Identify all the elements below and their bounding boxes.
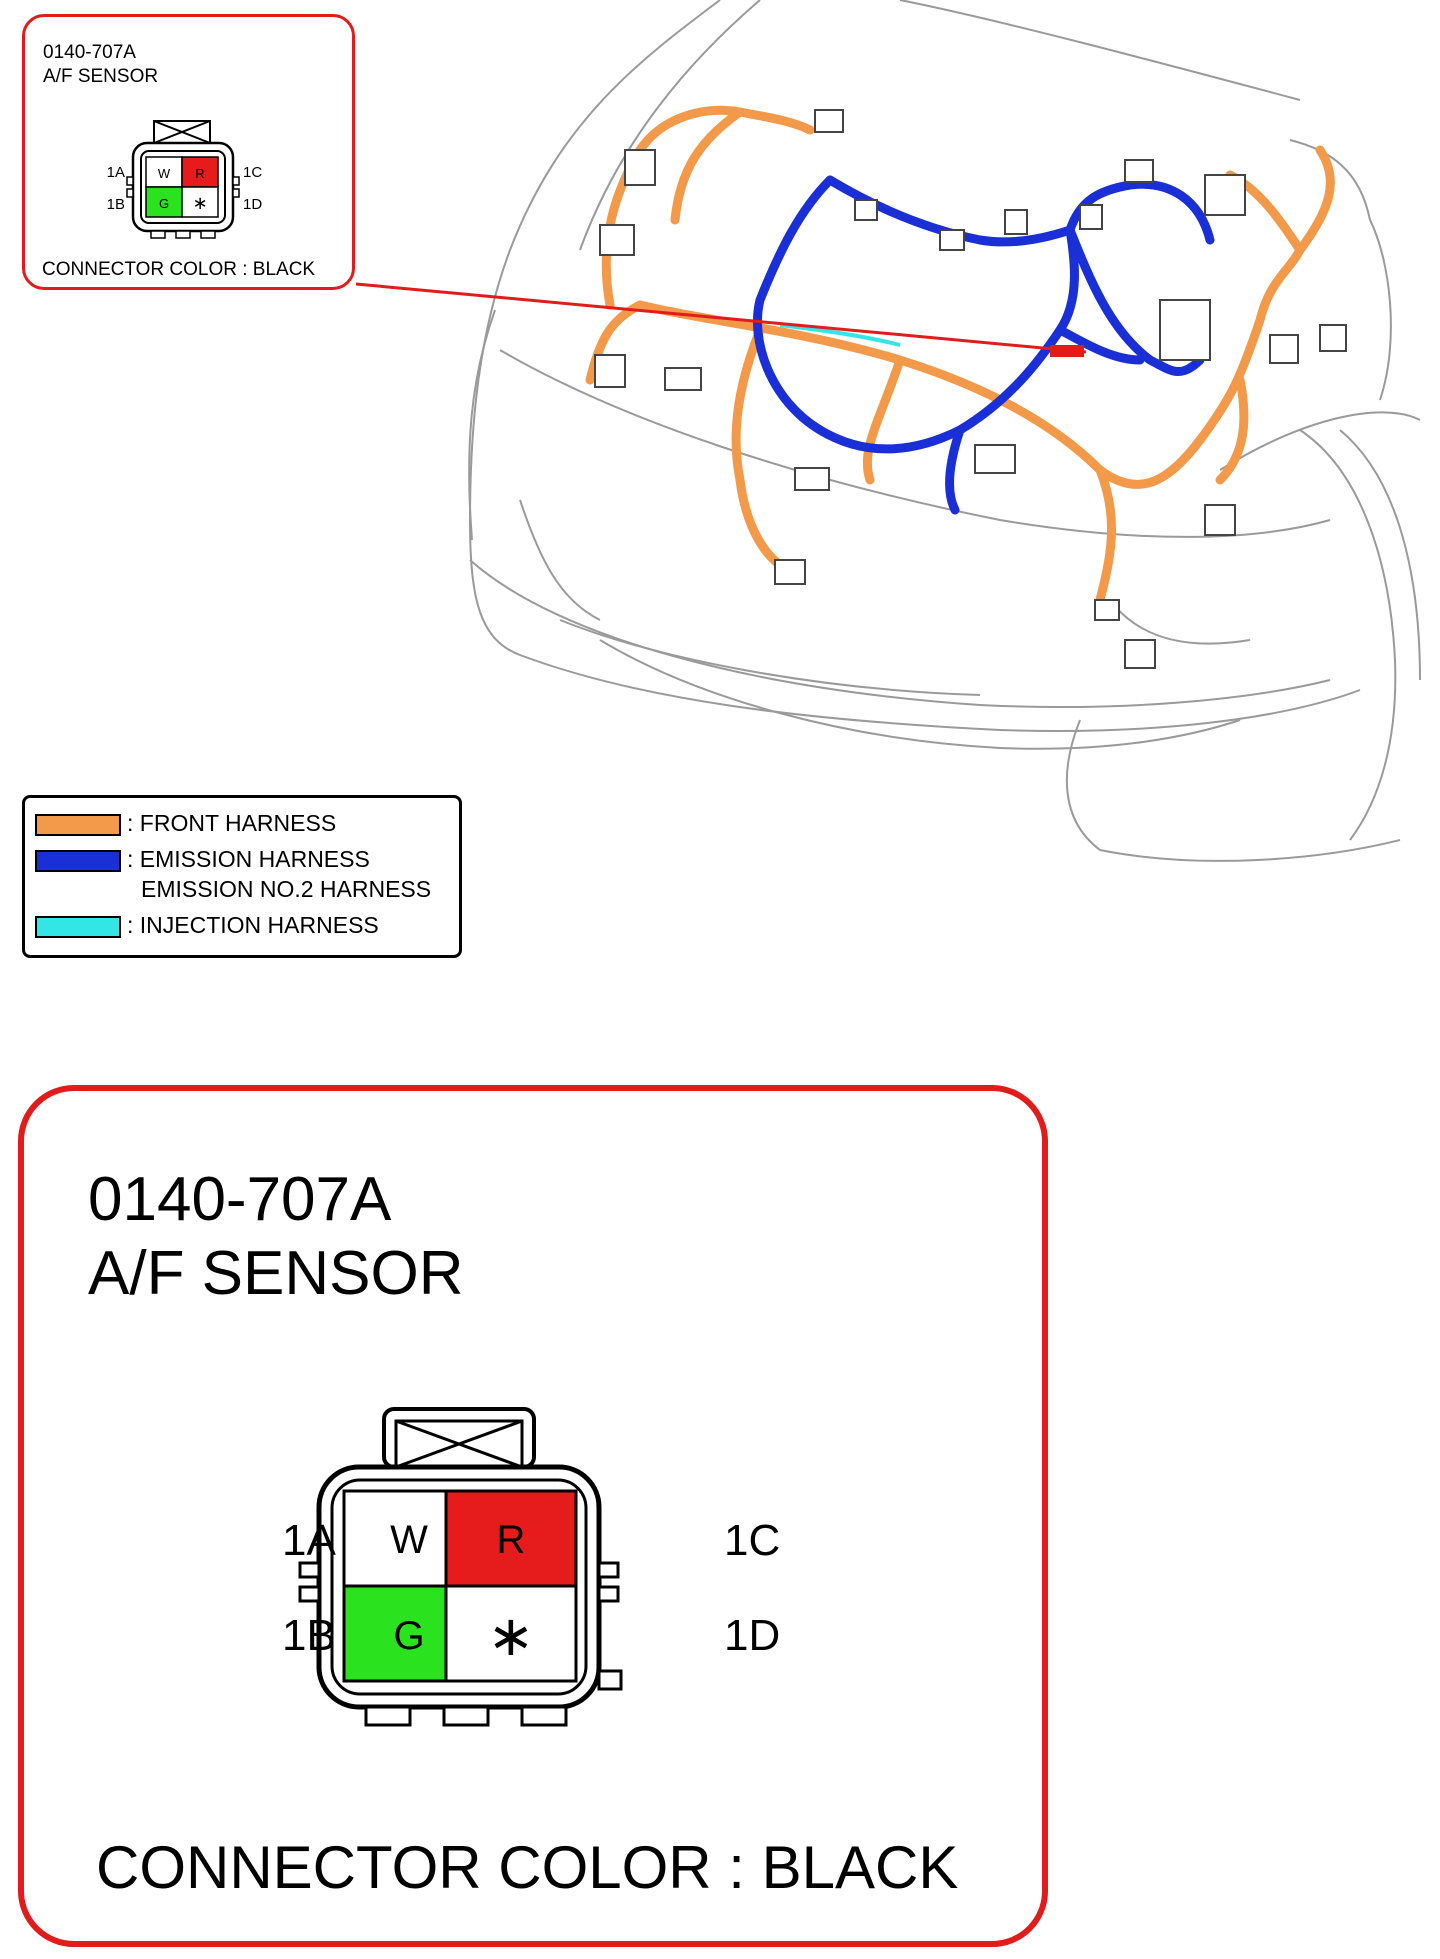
connector-callout-large: 0140-707A A/F SENSOR W R G ∗ 1A 1B 1C 1D…: [18, 1085, 1048, 1947]
harness-legend: : FRONT HARNESS : EMISSION HARNESS EMISS…: [22, 795, 462, 958]
pin-label-1A: 1A: [282, 1516, 336, 1565]
pin-1C-wire: R: [497, 1518, 526, 1562]
legend-swatch-emission: [35, 850, 121, 872]
svg-text:W: W: [158, 166, 171, 181]
legend-label-front: : FRONT HARNESS: [127, 810, 337, 836]
legend-label-emission-no2: EMISSION NO.2 HARNESS: [141, 876, 432, 902]
connector-name-large: A/F SENSOR: [88, 1239, 464, 1308]
connector-name-small: A/F SENSOR: [43, 66, 159, 87]
pin-label-1A-small: 1A: [107, 164, 125, 181]
pin-label-1B-small: 1B: [107, 196, 125, 213]
front-harness: [585, 105, 1335, 605]
pin-1D-wire: ∗: [488, 1604, 535, 1667]
legend-swatch-front: [35, 814, 121, 836]
connector-face-large: W R G ∗: [298, 1407, 623, 1727]
svg-text:G: G: [159, 196, 169, 211]
pin-label-1C-small: 1C: [243, 164, 262, 181]
harness-connectors: [594, 109, 1347, 669]
connector-callout-small: 0140-707A A/F SENSOR W R G ∗ 1A 1B 1C 1D…: [22, 14, 355, 290]
pin-1B-wire: G: [393, 1614, 424, 1658]
injection-harness: [779, 323, 901, 347]
legend-label-emission: : EMISSION HARNESS: [127, 846, 370, 872]
pin-label-1D-small: 1D: [243, 196, 262, 213]
legend-label-injection: : INJECTION HARNESS: [127, 912, 379, 938]
pin-1D-cell: [444, 1584, 578, 1683]
pin-1D-cell-small: [181, 186, 219, 218]
pin-1A-cell-small: [145, 156, 183, 188]
car-body-outline: [468, 0, 1421, 862]
connector-color-large: CONNECTOR COLOR : BLACK: [96, 1834, 959, 1901]
pin-1A-wire: W: [390, 1518, 428, 1562]
svg-text:R: R: [195, 166, 204, 181]
pin-label-1D: 1D: [724, 1611, 781, 1660]
pin-label-1B: 1B: [282, 1611, 336, 1660]
connector-code-large: 0140-707A: [88, 1165, 392, 1234]
engine-bay-illustration: [355, 0, 1421, 862]
pin-1C-cell-small: [181, 156, 219, 188]
af-sensor-location-marker: [1050, 345, 1084, 357]
connector-code-small: 0140-707A: [43, 42, 136, 63]
svg-text:∗: ∗: [192, 193, 207, 213]
callout-pointer-line: [355, 282, 1087, 354]
pin-label-1C: 1C: [724, 1516, 781, 1565]
connector-face-small: W R G ∗ 1A 1B 1C 1D: [107, 120, 262, 239]
legend-swatch-injection: [35, 916, 121, 938]
connector-color-small: CONNECTOR COLOR : BLACK: [42, 259, 316, 280]
